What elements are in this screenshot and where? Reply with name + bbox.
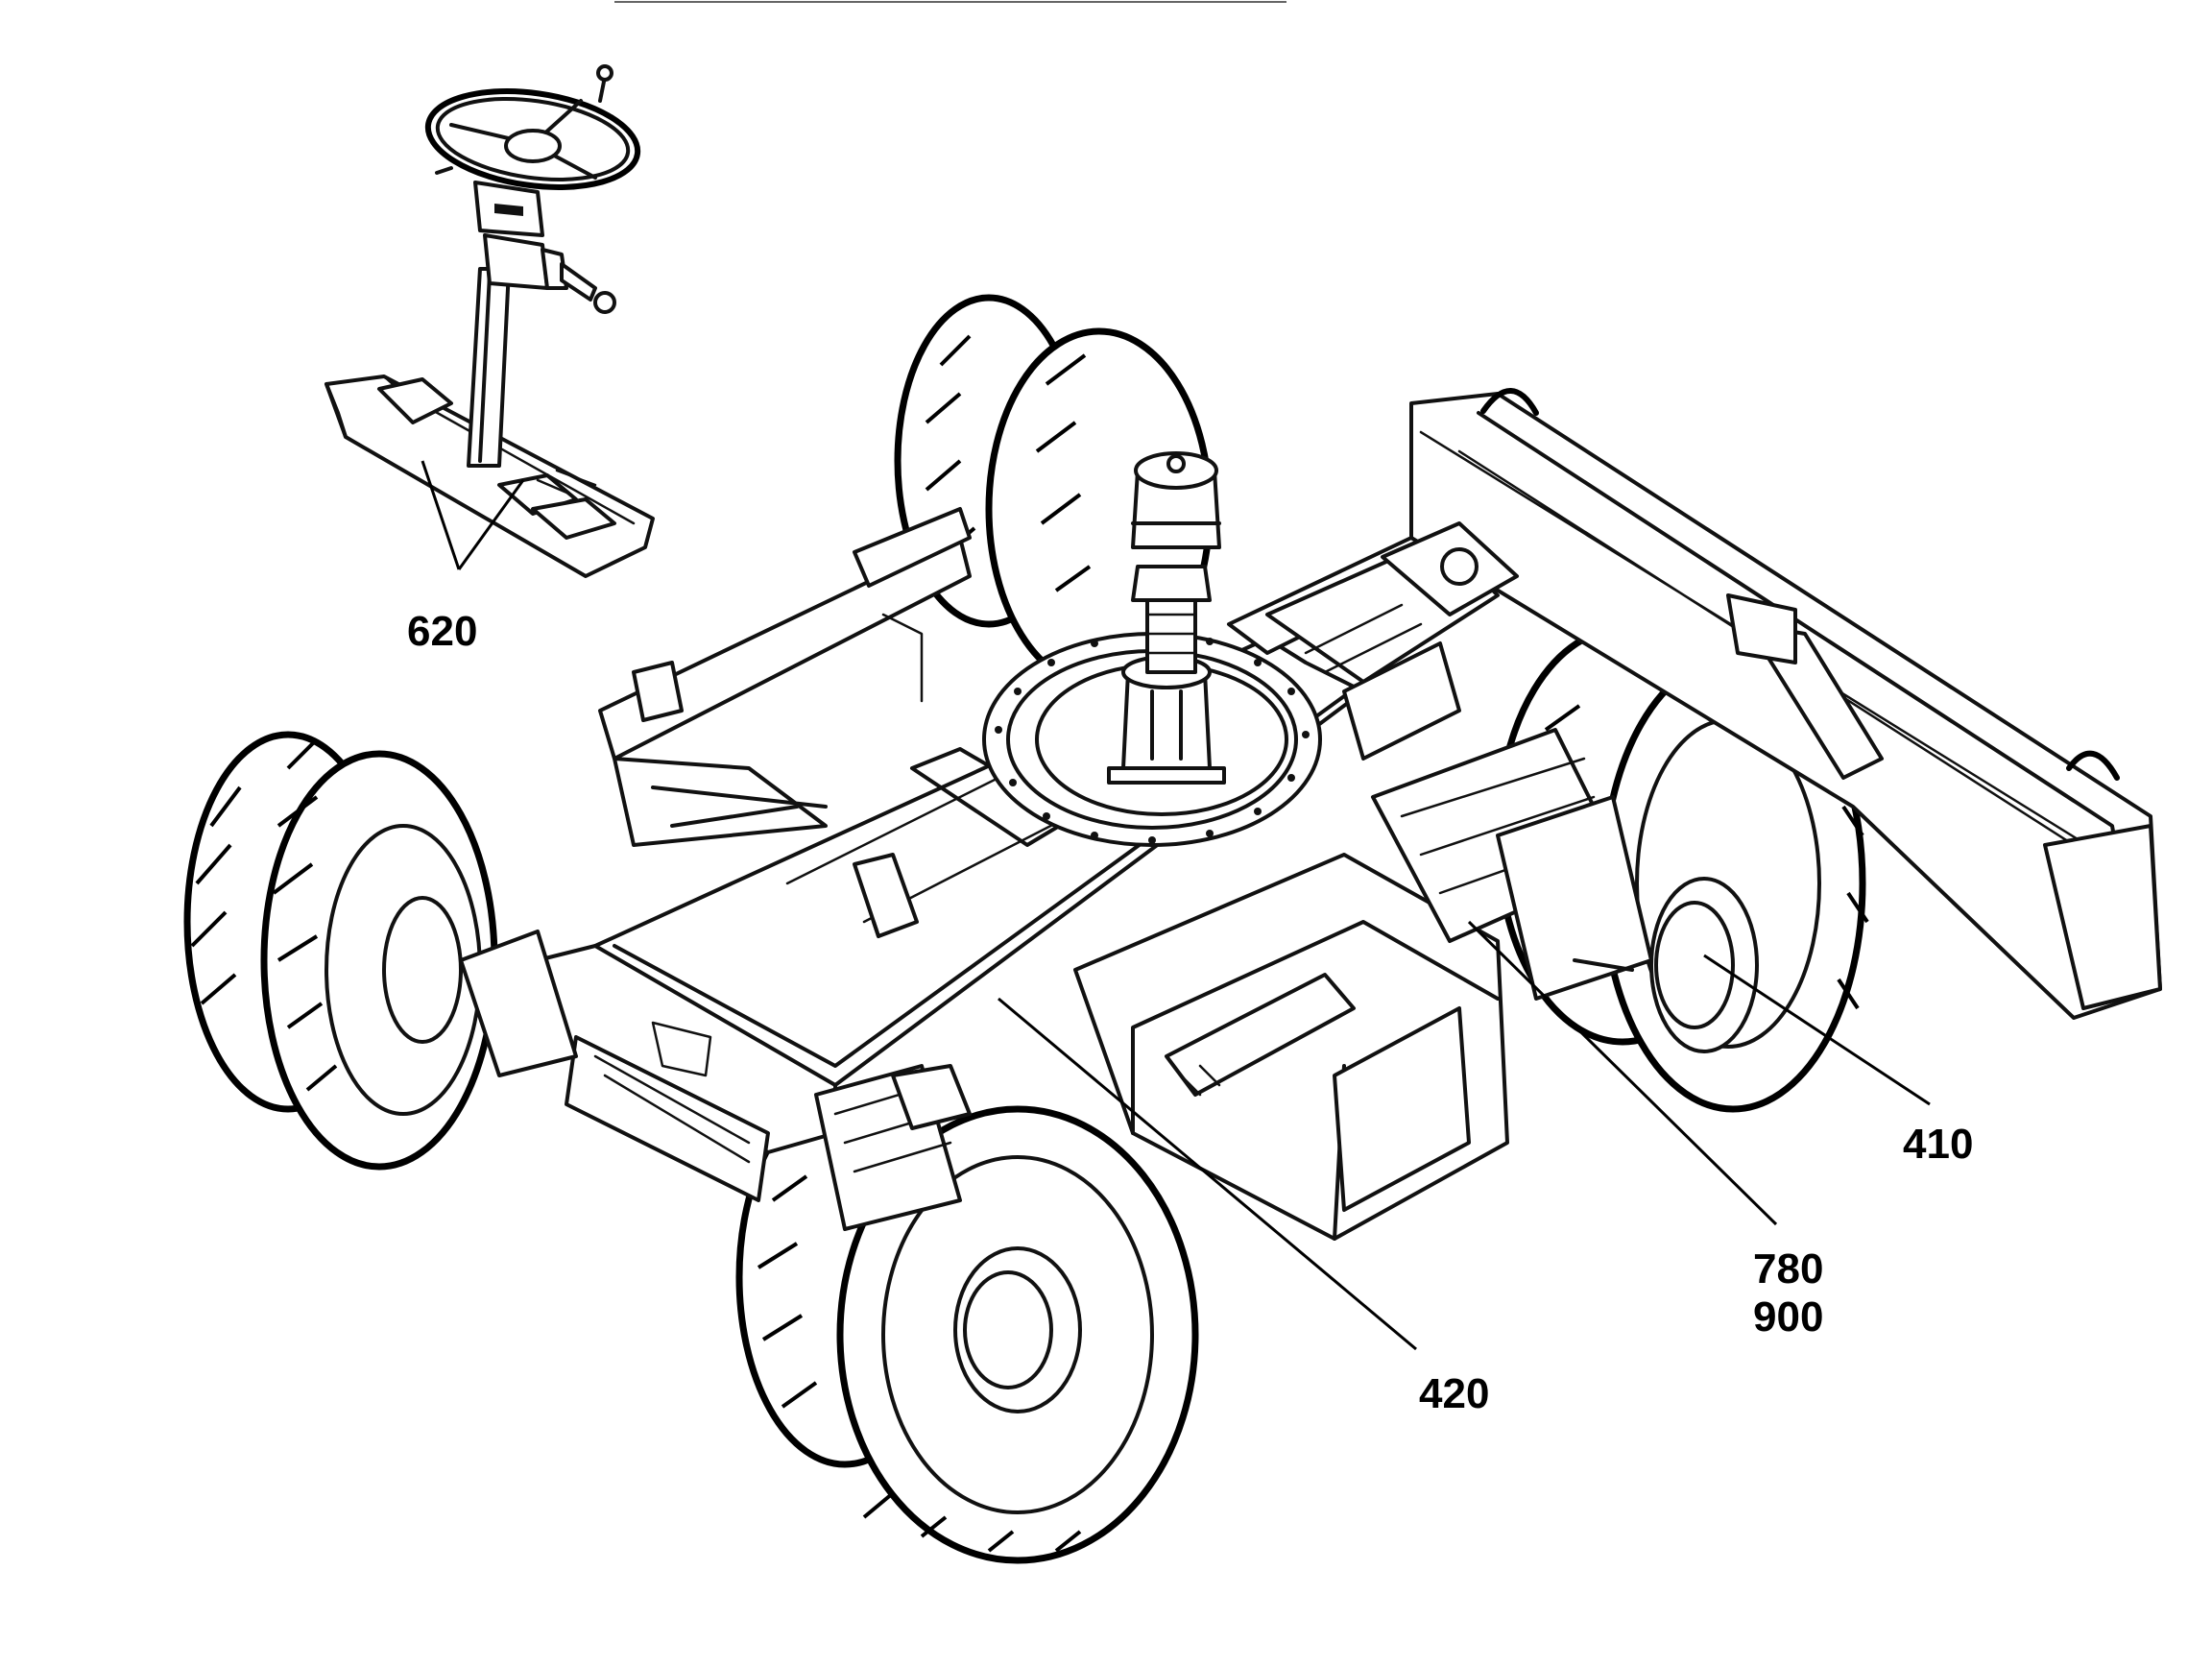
- leader-620-b: [457, 479, 525, 570]
- callout-420: 420: [1419, 1370, 1489, 1417]
- callout-900: 900: [1753, 1293, 1823, 1341]
- slewing-ring-and-rotary-joint: [982, 451, 1322, 847]
- leader-780-900: [1467, 920, 1778, 1226]
- callout-labels: 620 410 780 900 420: [407, 608, 1973, 1417]
- leader-620-a: [421, 460, 461, 570]
- callout-620: 620: [407, 608, 477, 655]
- front-axle-and-steering-linkage: [1371, 728, 1653, 1001]
- callout-780: 780: [1753, 1245, 1823, 1293]
- hydraulic-pump-area: [1265, 521, 1519, 761]
- leader-410: [1703, 954, 1931, 1106]
- leader-420: [998, 997, 1417, 1351]
- rear-left-dual-wheels: [183, 731, 498, 1171]
- callout-410: 410: [1903, 1121, 1973, 1168]
- front-left-dual-wheels: [735, 1086, 1199, 1564]
- rear-axle-and-differential: [459, 930, 972, 1231]
- steering-column-assembly: [325, 64, 655, 578]
